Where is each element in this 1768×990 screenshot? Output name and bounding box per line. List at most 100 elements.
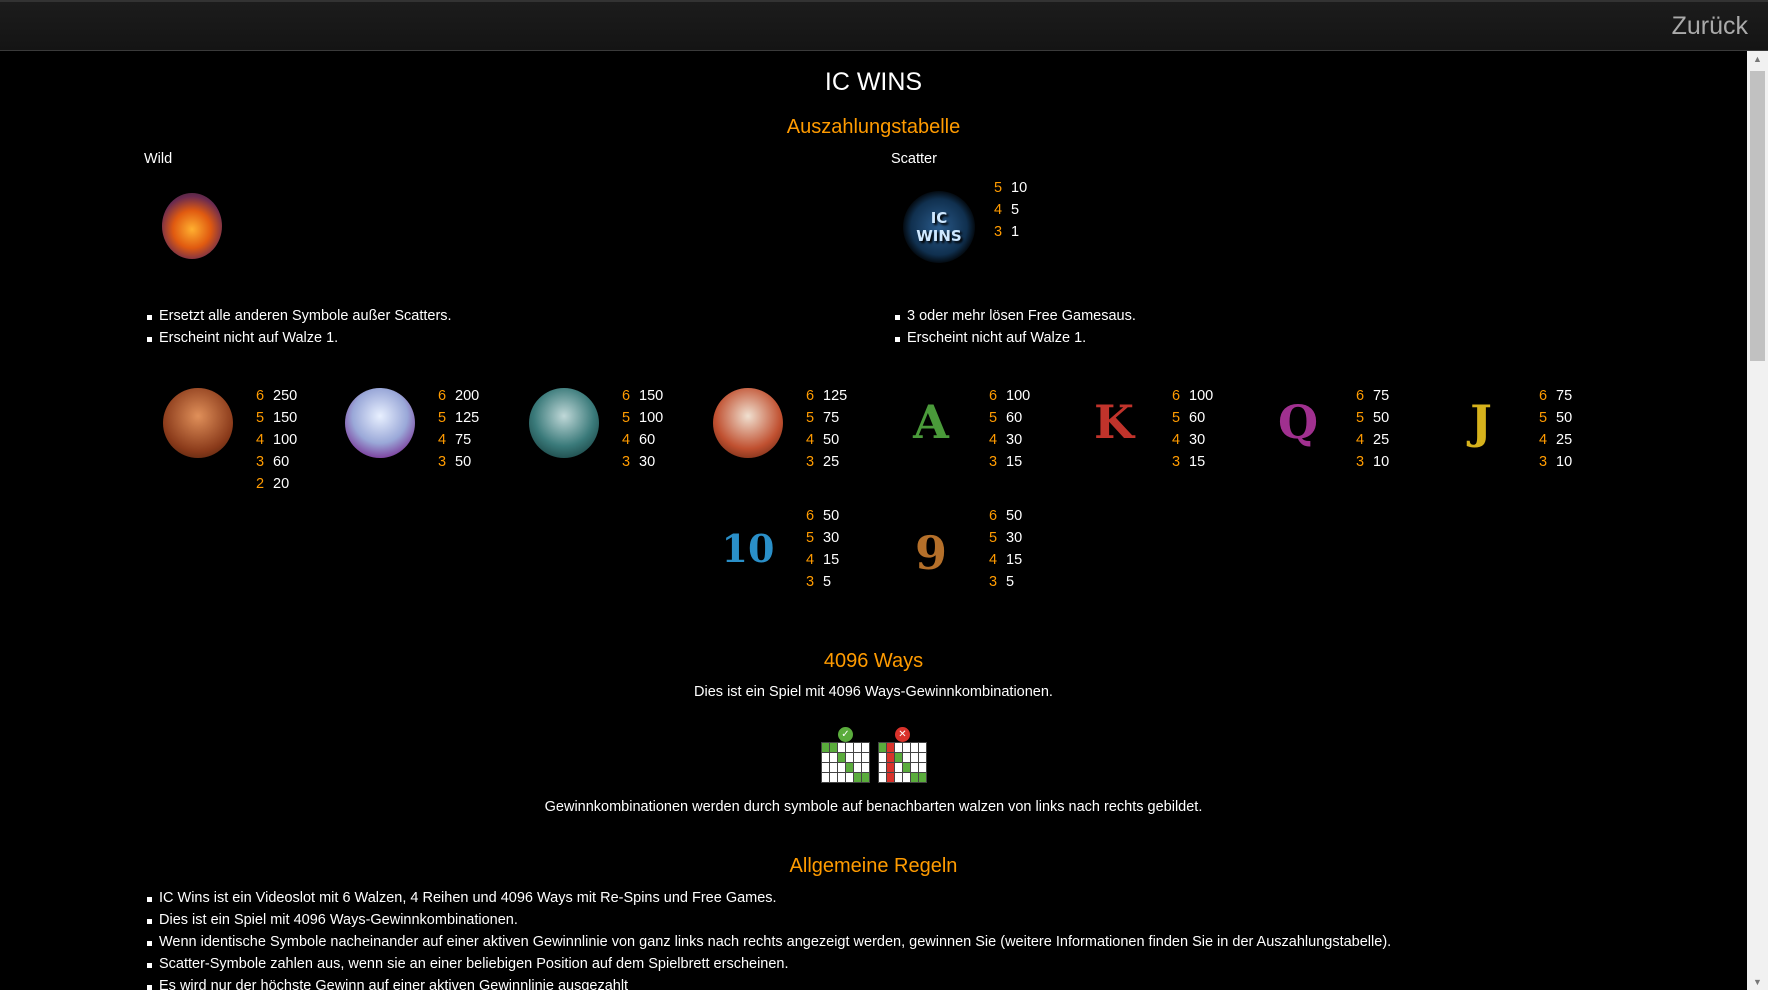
- grid-cell: [911, 773, 918, 782]
- cross-icon: ✕: [895, 727, 910, 742]
- grid-cell: [862, 743, 869, 752]
- snow-leopard-icon: [713, 388, 783, 458]
- scrollbar[interactable]: ▲ ▼: [1747, 51, 1768, 990]
- grid-cell: [895, 743, 902, 752]
- number-9-icon: 9: [914, 526, 947, 580]
- rules-content: IC WINS Auszahlungstabelle Wild Scatter …: [0, 51, 1747, 990]
- grid-cell: [903, 743, 910, 752]
- grid-cell: [911, 753, 918, 762]
- caveman-icon: [163, 388, 233, 458]
- letter-a-icon: A: [913, 395, 949, 449]
- grid-cell: [830, 743, 837, 752]
- grid-cell: [903, 773, 910, 782]
- grid-cell: [822, 743, 829, 752]
- letter-q-icon: Q: [1277, 395, 1319, 449]
- invalid-ways-grid: [878, 742, 927, 783]
- grid-cell: [879, 753, 886, 762]
- grid-cell: [919, 743, 926, 752]
- general-rule: Es wird nur der höchste Gewinn auf einer…: [146, 978, 628, 990]
- grid-cell: [854, 763, 861, 772]
- letter-k-icon: K: [1094, 395, 1134, 449]
- paytable-heading: Auszahlungstabelle: [786, 116, 961, 138]
- scatter-rule: 3 oder mehr lösen Free Gamesaus.: [895, 308, 1136, 324]
- grid-cell: [911, 743, 918, 752]
- grid-cell: [822, 753, 829, 762]
- grid-cell: [903, 753, 910, 762]
- campfire-wild-icon: [162, 193, 222, 259]
- grid-cell: [895, 763, 902, 772]
- grid-cell: [838, 763, 845, 772]
- ways-intro: Dies ist ein Spiel mit 4096 Ways-Gewinnk…: [694, 684, 1053, 700]
- grid-cell: [919, 773, 926, 782]
- grid-cell: [903, 763, 910, 772]
- grid-cell: [846, 763, 853, 772]
- grid-cell: [879, 743, 886, 752]
- general-rule: IC Wins ist ein Videoslot mit 6 Walzen, …: [147, 890, 777, 906]
- grid-cell: [838, 743, 845, 752]
- wild-label: Wild: [144, 151, 173, 167]
- grid-cell: [862, 753, 869, 762]
- scrollbar-thumb[interactable]: [1750, 71, 1765, 361]
- valid-ways-grid: [821, 742, 870, 783]
- grid-cell: [887, 743, 894, 752]
- grid-cell: [887, 773, 894, 782]
- scatter-rule: Erscheint nicht auf Walze 1.: [894, 330, 1087, 346]
- grid-cell: [846, 773, 853, 782]
- rules-heading: Allgemeine Regeln: [789, 855, 958, 877]
- general-rule: Scatter-Symbole zahlen aus, wenn sie an …: [147, 956, 789, 972]
- checkmark-icon: ✓: [838, 727, 853, 742]
- wild-rule: Erscheint nicht auf Walze 1.: [146, 330, 339, 346]
- scroll-down-arrow-icon[interactable]: ▼: [1753, 977, 1762, 987]
- page-title: IC WINS: [824, 68, 923, 96]
- scroll-up-arrow-icon[interactable]: ▲: [1753, 54, 1762, 64]
- back-button[interactable]: Zurück: [1671, 12, 1748, 40]
- grid-cell: [838, 773, 845, 782]
- grid-cell: [879, 773, 886, 782]
- grid-cell: [854, 753, 861, 762]
- grid-cell: [846, 753, 853, 762]
- grid-cell: [830, 753, 837, 762]
- wild-rule: Ersetzt alle anderen Symbole außer Scatt…: [147, 308, 452, 324]
- top-bar: Zurück: [0, 0, 1768, 51]
- ways-explanation: Gewinnkombinationen werden durch symbole…: [544, 799, 1203, 815]
- grid-cell: [919, 763, 926, 772]
- grid-cell: [838, 753, 845, 762]
- grid-cell: [911, 763, 918, 772]
- grid-cell: [854, 773, 861, 782]
